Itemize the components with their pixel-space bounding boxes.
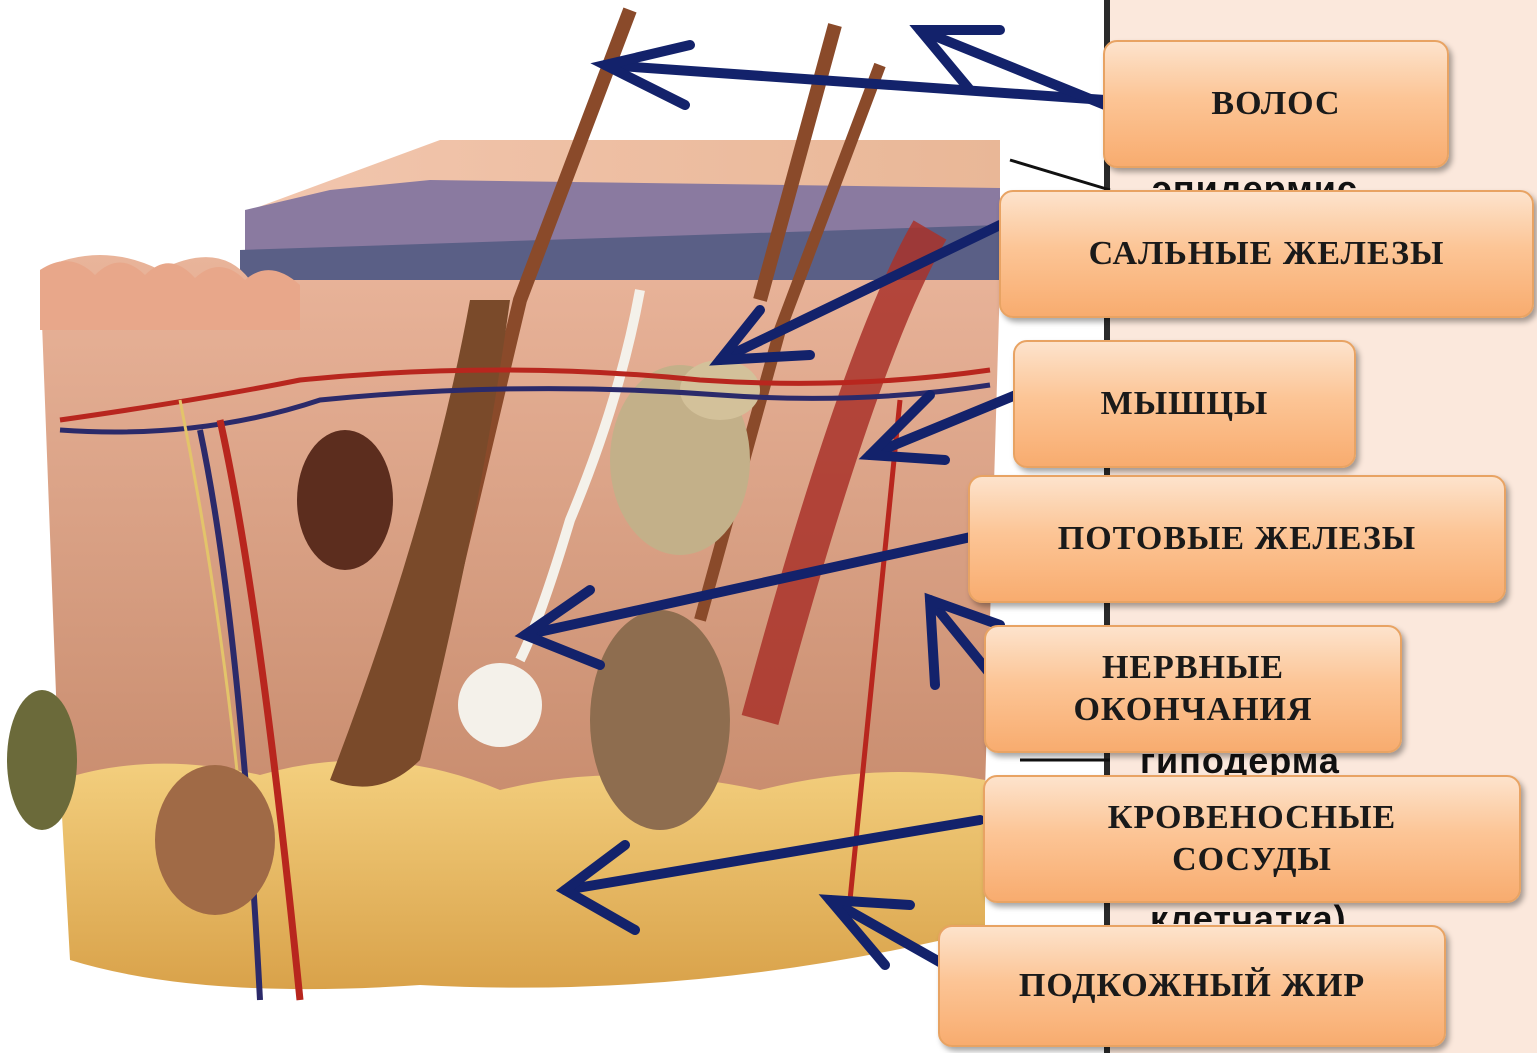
- sweat-gland-coil: [458, 663, 542, 747]
- follicle-bulb: [297, 430, 393, 570]
- pacinian-corpuscle: [155, 765, 275, 915]
- label-sebaceous-glands: САЛЬНЫЕ ЖЕЛЕЗЫ: [999, 190, 1534, 318]
- label-blood-vessels: КРОВЕНОСНЫЕ СОСУДЫ: [983, 775, 1521, 903]
- sebaceous-lobe: [680, 360, 760, 420]
- label-subcutaneous-fat: ПОДКОЖНЫЙ ЖИР: [938, 925, 1446, 1047]
- olive-body: [7, 690, 77, 830]
- label-nerve-endings: НЕРВНЫЕ ОКОНЧАНИЯ: [984, 625, 1402, 753]
- label-muscles: МЫШЦЫ: [1013, 340, 1356, 468]
- label-sweat-glands: ПОТОВЫЕ ЖЕЛЕЗЫ: [968, 475, 1506, 603]
- deep-gland: [590, 610, 730, 830]
- skin-ridges: [40, 261, 300, 330]
- label-hair: ВОЛОС: [1103, 40, 1449, 168]
